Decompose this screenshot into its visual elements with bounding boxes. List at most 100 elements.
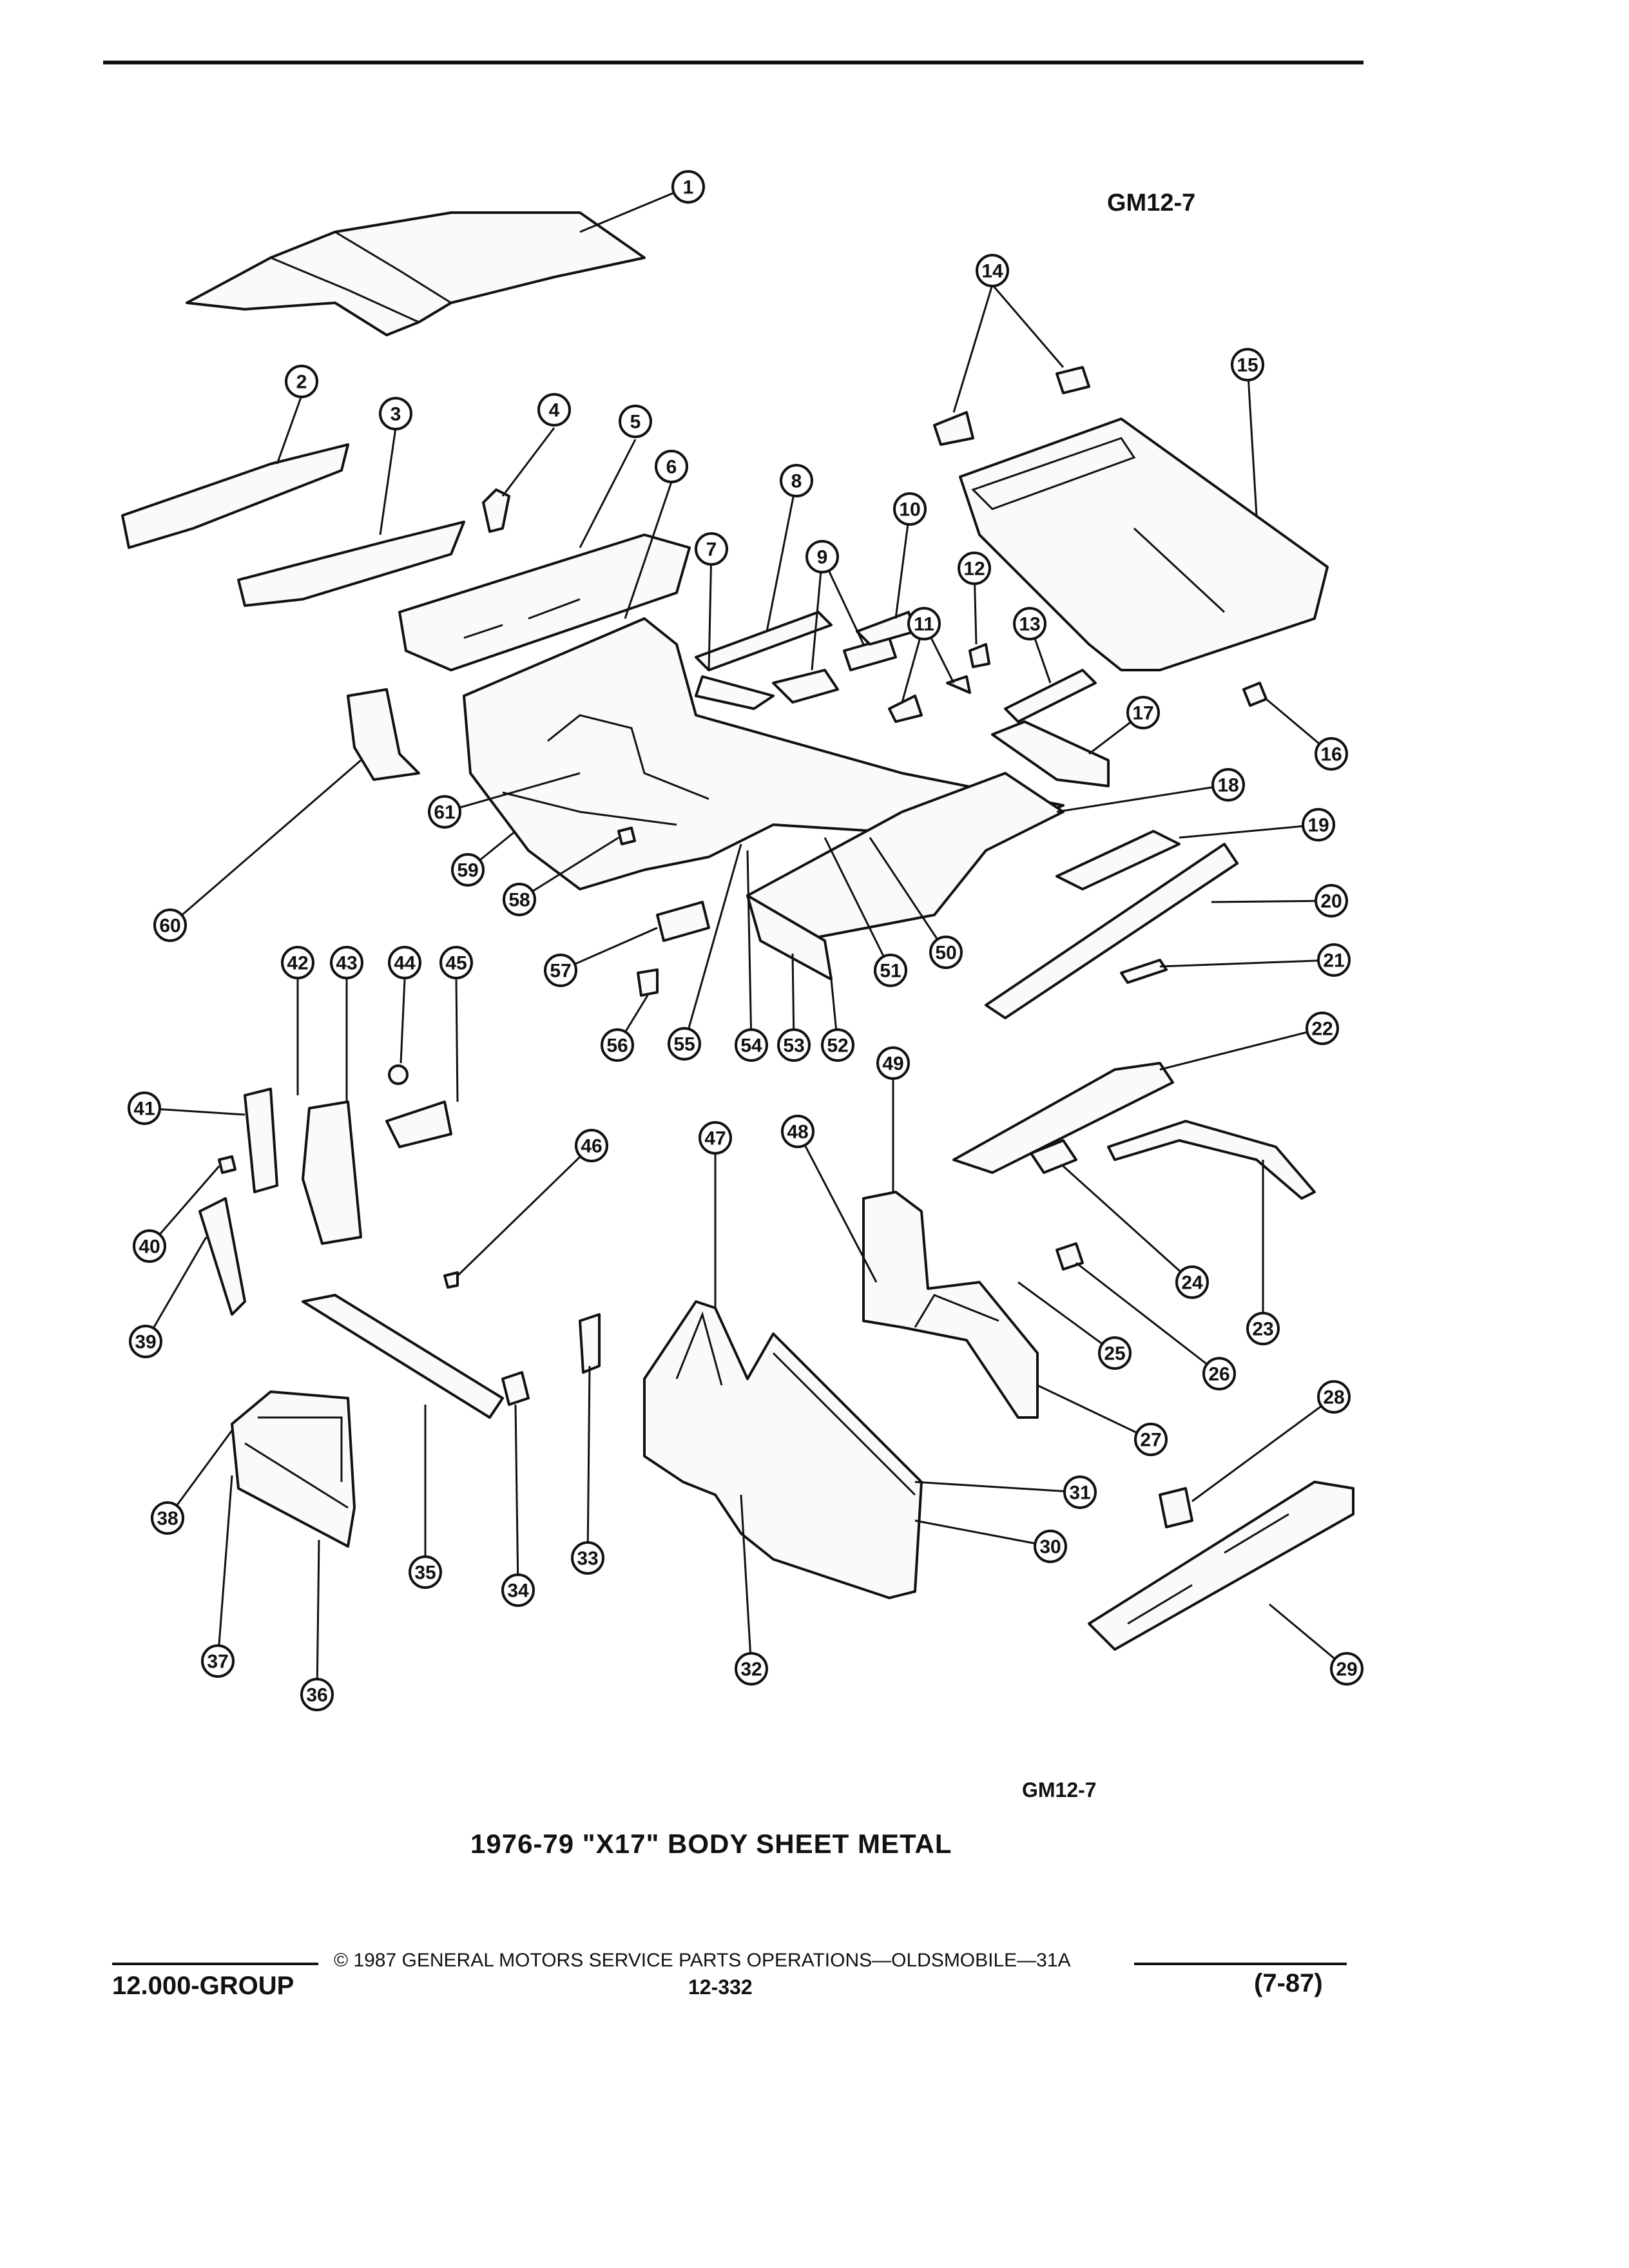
callout-32: 32	[735, 1652, 768, 1686]
callout-45: 45	[439, 946, 473, 979]
callout-number: 56	[606, 1035, 628, 1057]
callout-number: 9	[817, 547, 828, 568]
figure-reference-code-bottom: GM12-7	[1022, 1778, 1097, 1802]
floor-rail	[695, 611, 833, 671]
callout-33: 33	[571, 1541, 604, 1575]
pillar-filler	[579, 1313, 601, 1374]
callout-25: 25	[1098, 1336, 1132, 1370]
footer-page-number: 12-332	[688, 1975, 753, 1999]
figure-reference-code-top: GM12-7	[1107, 189, 1196, 216]
callout-number: 54	[740, 1035, 762, 1057]
part-outlines	[121, 211, 1354, 1651]
callout-number: 58	[508, 890, 530, 911]
callout-27: 27	[1134, 1423, 1168, 1456]
callout-number: 7	[706, 539, 717, 561]
callout-52: 52	[821, 1028, 854, 1062]
callout-30: 30	[1034, 1530, 1067, 1563]
callout-number: 59	[457, 860, 478, 881]
callout-number: 10	[899, 499, 920, 521]
callout-10: 10	[893, 492, 927, 526]
callout-number: 52	[827, 1035, 848, 1057]
bumper-stop	[1242, 682, 1268, 707]
callout-21: 21	[1317, 943, 1351, 977]
clip	[969, 643, 990, 668]
rear-end-panel	[1088, 1481, 1354, 1651]
door-assembly	[231, 1390, 356, 1548]
callout-number: 60	[159, 916, 180, 937]
callout-number: 45	[445, 953, 467, 974]
rear-compartment-rail	[1055, 830, 1181, 890]
callout-57: 57	[544, 954, 577, 987]
callout-number: 30	[1039, 1537, 1061, 1558]
callout-number: 37	[207, 1651, 228, 1673]
callout-number: 41	[133, 1099, 155, 1120]
callout-36: 36	[300, 1678, 334, 1711]
callout-number: 11	[914, 614, 934, 635]
callout-51: 51	[874, 954, 907, 987]
rear-rail	[1004, 669, 1097, 723]
callout-number: 44	[394, 953, 416, 974]
callout-37: 37	[201, 1644, 235, 1678]
callout-61: 61	[428, 795, 461, 829]
callout-number: 50	[935, 943, 956, 964]
callout-number: 24	[1181, 1273, 1203, 1294]
deck-lid-hinges	[933, 366, 1090, 446]
callout-1: 1	[671, 170, 705, 204]
callout-29: 29	[1330, 1652, 1364, 1686]
leader-lines	[144, 186, 1347, 1695]
callout-43: 43	[330, 946, 363, 979]
side-bracket	[888, 675, 971, 723]
callout-5: 5	[619, 405, 652, 438]
callout-number: 13	[1019, 614, 1040, 635]
front-pillar-inner	[302, 1100, 362, 1245]
callout-number: 1	[683, 177, 694, 198]
callout-number: 18	[1217, 775, 1239, 796]
callout-38: 38	[151, 1501, 184, 1535]
callout-3: 3	[379, 397, 412, 430]
callout-53: 53	[777, 1028, 811, 1062]
callout-40: 40	[133, 1229, 166, 1263]
callout-8: 8	[780, 464, 813, 497]
rear-bar	[1107, 1120, 1316, 1200]
floor-brackets	[772, 637, 897, 704]
callout-number: 46	[581, 1136, 602, 1157]
callout-7: 7	[695, 532, 728, 566]
callout-55: 55	[668, 1027, 701, 1061]
callout-4: 4	[537, 393, 571, 427]
footer-group-code: 12.000-GROUP	[112, 1972, 294, 2000]
instrument-panel	[398, 533, 691, 671]
callout-number: 31	[1069, 1483, 1090, 1504]
callout-59: 59	[451, 853, 485, 887]
callout-35: 35	[409, 1555, 442, 1589]
rear-floor-bracket	[856, 611, 916, 646]
hinge-clip	[218, 1155, 236, 1174]
callout-number: 26	[1208, 1364, 1229, 1385]
floor-extension	[991, 720, 1110, 787]
callout-number: 51	[880, 961, 901, 982]
callout-number: 53	[783, 1035, 804, 1057]
roof-panel	[186, 211, 646, 336]
callout-2: 2	[285, 365, 318, 398]
callout-number: 25	[1104, 1343, 1125, 1365]
callout-34: 34	[501, 1573, 535, 1607]
pillar-bracket	[385, 1100, 452, 1148]
callout-number: 5	[630, 412, 641, 433]
callout-number: 40	[139, 1236, 160, 1258]
floor-plug	[617, 827, 636, 845]
wheelhouse-panel	[862, 1191, 1039, 1419]
hinge-pillar	[198, 1197, 246, 1316]
callout-number: 35	[414, 1562, 436, 1584]
callout-number: 55	[673, 1034, 695, 1055]
footer-copyright: © 1987 GENERAL MOTORS SERVICE PARTS OPER…	[334, 1950, 1071, 1971]
callout-44: 44	[388, 946, 421, 979]
callout-23: 23	[1246, 1312, 1280, 1345]
callout-number: 4	[549, 400, 560, 421]
callout-47: 47	[699, 1121, 732, 1155]
callout-number: 33	[577, 1548, 598, 1570]
cage-nut	[388, 1064, 409, 1085]
callout-number: 8	[791, 471, 802, 492]
figure-title: 1976-79 "X17" BODY SHEET METAL	[470, 1829, 952, 1859]
